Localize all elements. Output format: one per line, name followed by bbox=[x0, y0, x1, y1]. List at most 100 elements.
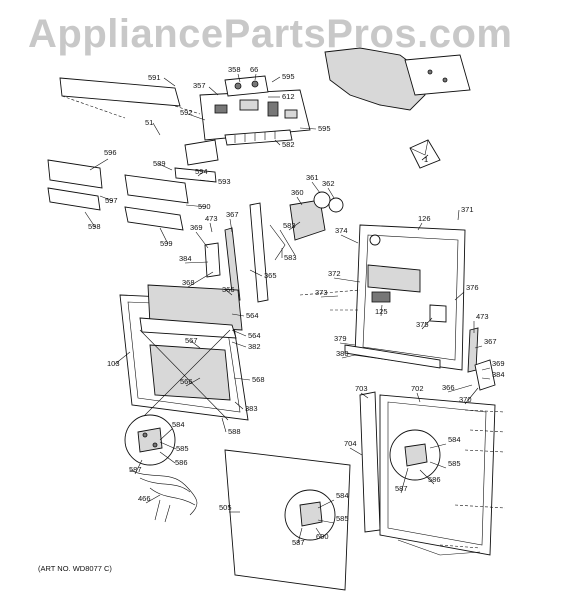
leader-line bbox=[421, 154, 429, 161]
part-callout-564: 564 bbox=[248, 331, 261, 340]
leader-line bbox=[190, 340, 201, 349]
leader-line bbox=[163, 77, 176, 87]
leader-line bbox=[197, 171, 204, 177]
leader-line bbox=[299, 127, 317, 130]
part-callout-702: 702 bbox=[411, 384, 424, 393]
leader-line bbox=[185, 204, 207, 208]
part-callout-592: 592 bbox=[180, 108, 193, 117]
leader-line bbox=[225, 289, 233, 296]
part-callout-1: 1 bbox=[424, 155, 428, 164]
leader-line bbox=[114, 351, 131, 365]
part-callout-371: 371 bbox=[461, 205, 474, 214]
leader-line bbox=[297, 527, 303, 544]
leader-line bbox=[417, 222, 423, 231]
part-callout-612: 612 bbox=[282, 92, 295, 101]
part-callout-382: 382 bbox=[248, 342, 261, 351]
part-callout-366: 366 bbox=[222, 285, 235, 294]
leader-line bbox=[145, 494, 161, 504]
leader-line bbox=[380, 304, 383, 317]
part-callout-365: 365 bbox=[264, 271, 277, 280]
hinge-arm-right bbox=[467, 327, 496, 391]
callout-leaders bbox=[84, 73, 491, 544]
leader-line bbox=[419, 469, 435, 485]
leader-line bbox=[229, 218, 233, 233]
leader-line bbox=[317, 499, 335, 509]
part-callout-585: 585 bbox=[176, 444, 189, 453]
hinge-zoom-left bbox=[124, 414, 176, 466]
part-callout-383: 383 bbox=[245, 404, 258, 413]
part-callout-358: 358 bbox=[228, 65, 241, 74]
latch-assembly bbox=[269, 191, 344, 261]
part-callout-586: 586 bbox=[428, 475, 441, 484]
part-callout-588: 588 bbox=[228, 427, 241, 436]
part-callout-589: 589 bbox=[153, 159, 166, 168]
part-callout-374: 374 bbox=[335, 226, 348, 235]
leader-line bbox=[339, 342, 356, 346]
leader-line bbox=[159, 451, 176, 464]
part-callout-585: 585 bbox=[448, 459, 461, 468]
leader-line bbox=[237, 73, 241, 83]
leader-line bbox=[341, 354, 356, 359]
part-callout-586: 586 bbox=[175, 458, 188, 467]
part-callout-567: 567 bbox=[185, 336, 198, 345]
leader-line bbox=[187, 113, 206, 121]
door-frame-right bbox=[359, 391, 506, 556]
leader-line bbox=[327, 187, 335, 199]
part-callout-584: 584 bbox=[172, 420, 185, 429]
leader-line bbox=[454, 291, 465, 301]
leader-line bbox=[158, 163, 173, 171]
leader-line bbox=[464, 387, 479, 405]
part-callout-384: 384 bbox=[179, 254, 192, 263]
bracket-596 bbox=[184, 139, 219, 166]
leader-line bbox=[209, 222, 213, 233]
leader-line bbox=[317, 519, 335, 524]
part-callout-590: 590 bbox=[198, 202, 211, 211]
part-callout-360: 360 bbox=[291, 188, 304, 197]
switch-bar bbox=[224, 129, 293, 146]
part-callout-582: 582 bbox=[282, 140, 295, 149]
inner-door-panel bbox=[299, 224, 466, 371]
leader-line bbox=[99, 195, 114, 202]
front-panels bbox=[47, 159, 217, 231]
leader-line bbox=[185, 377, 201, 387]
part-callout-598: 598 bbox=[88, 222, 101, 231]
leader-line bbox=[474, 345, 483, 349]
leader-line bbox=[457, 209, 460, 221]
wiring-harness bbox=[129, 469, 198, 523]
part-callout-703: 703 bbox=[355, 384, 368, 393]
watermark: AppliancePartsPros.com bbox=[28, 12, 513, 56]
part-callout-595: 595 bbox=[318, 124, 331, 133]
art-number: (ART NO. WD8077 C) bbox=[38, 564, 112, 573]
part-callout-584: 584 bbox=[336, 491, 349, 500]
leader-line bbox=[208, 86, 219, 96]
leader-line bbox=[159, 428, 173, 441]
leader-line bbox=[416, 392, 421, 403]
part-callout-1: 1 bbox=[424, 155, 428, 164]
part-callout-505: 505 bbox=[219, 503, 232, 512]
leader-line bbox=[360, 392, 369, 399]
door-bottom-strip bbox=[344, 344, 441, 369]
outer-door-left bbox=[119, 284, 249, 421]
part-callout-376: 376 bbox=[466, 283, 479, 292]
part-callout-375: 375 bbox=[416, 320, 429, 329]
leader-line bbox=[421, 317, 433, 330]
leader-line bbox=[311, 181, 321, 194]
leader-line bbox=[481, 367, 491, 371]
leader-line bbox=[134, 459, 143, 475]
part-callout-593: 593 bbox=[218, 177, 231, 186]
part-callout-372: 372 bbox=[328, 269, 341, 278]
leader-line bbox=[429, 443, 447, 449]
part-callout-704: 704 bbox=[344, 439, 357, 448]
leader-line bbox=[333, 277, 361, 283]
part-callout-384: 384 bbox=[492, 370, 505, 379]
part-callout-591: 591 bbox=[148, 73, 161, 82]
control-panel-trim bbox=[59, 77, 201, 119]
part-callout-368: 368 bbox=[182, 278, 195, 287]
vertical-channels bbox=[204, 202, 269, 303]
part-callout-103: 103 bbox=[107, 359, 120, 368]
part-callout-596: 596 bbox=[104, 148, 117, 157]
leader-line bbox=[187, 271, 214, 288]
